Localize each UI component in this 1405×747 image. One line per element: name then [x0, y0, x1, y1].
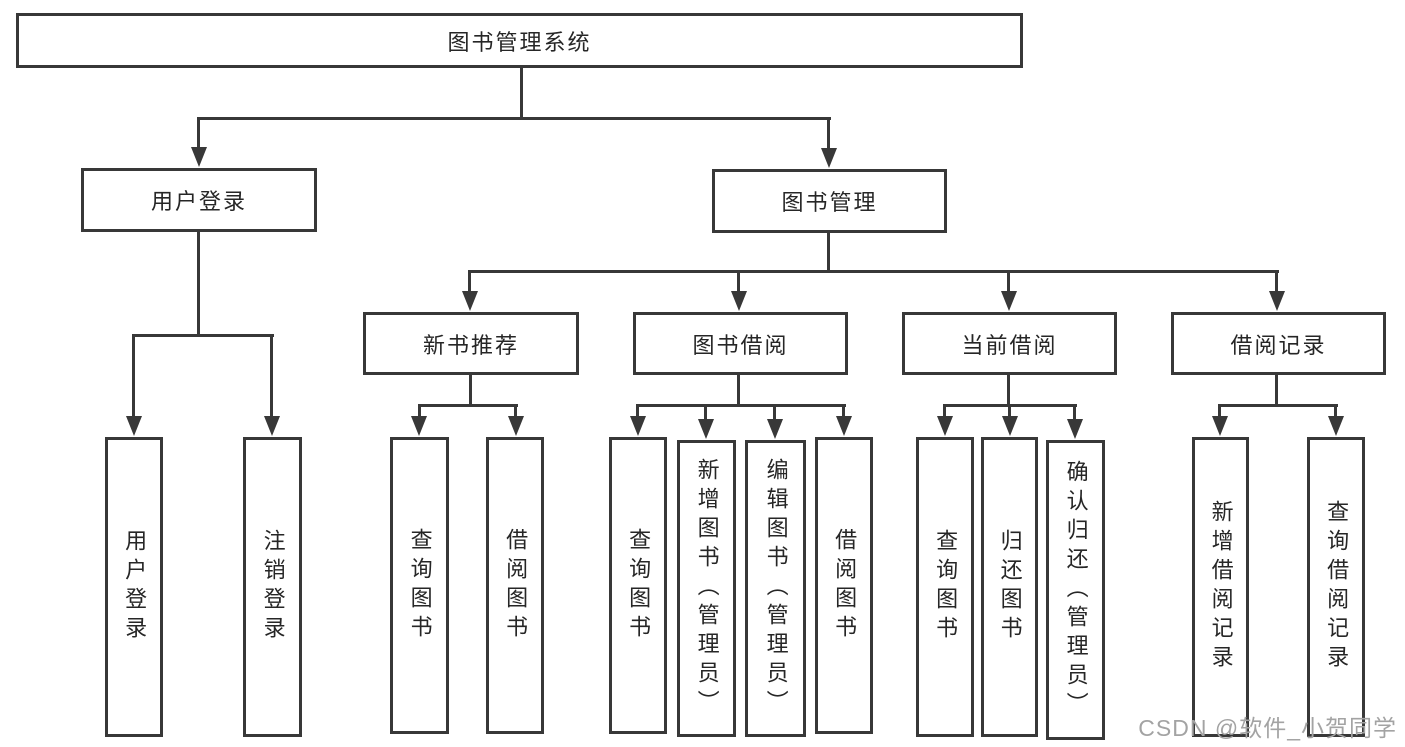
connector-line — [1008, 404, 1011, 418]
arrowhead-down-icon — [731, 291, 747, 311]
node-rec-borrow-book: 借阅图书 — [486, 437, 544, 734]
connector-line — [468, 270, 1279, 273]
node-br-query-record: 查询借阅记录 — [1307, 437, 1365, 737]
arrowhead-down-icon — [126, 416, 142, 436]
arrowhead-down-icon — [937, 416, 953, 436]
connector-line — [514, 404, 517, 418]
node-book-mgmt: 图书管理 — [712, 169, 947, 233]
connector-line — [197, 232, 200, 337]
node-bb-add-book: 新增图书（管理员） — [677, 440, 736, 737]
node-root: 图书管理系统 — [16, 13, 1023, 68]
node-bb-query-book: 查询图书 — [609, 437, 667, 734]
arrowhead-down-icon — [1002, 416, 1018, 436]
arrowhead-down-icon — [508, 416, 524, 436]
connector-line — [1334, 404, 1337, 418]
connector-line — [704, 404, 707, 421]
node-cb-return-book: 归还图书 — [981, 437, 1038, 737]
watermark: CSDN @软件_小贺同学 — [1138, 715, 1397, 741]
connector-line — [197, 117, 831, 120]
connector-line — [827, 117, 830, 150]
connector-line — [520, 68, 523, 119]
connector-line — [943, 404, 946, 418]
connector-line — [270, 334, 273, 418]
arrowhead-down-icon — [1212, 416, 1228, 436]
connector-line — [132, 334, 135, 418]
node-current-borrow: 当前借阅 — [902, 312, 1117, 375]
connector-line — [636, 404, 639, 418]
connector-line — [1218, 404, 1221, 418]
connector-line — [132, 334, 274, 337]
connector-line — [1007, 375, 1010, 407]
connector-line — [773, 404, 776, 421]
connector-line — [842, 404, 845, 418]
arrowhead-down-icon — [411, 416, 427, 436]
arrowhead-down-icon — [191, 147, 207, 167]
node-borrow-records: 借阅记录 — [1171, 312, 1386, 375]
node-br-add-record: 新增借阅记录 — [1192, 437, 1249, 737]
connector-line — [636, 404, 846, 407]
arrowhead-down-icon — [1328, 416, 1344, 436]
connector-line — [737, 375, 740, 407]
arrowhead-down-icon — [264, 416, 280, 436]
connector-line — [1073, 404, 1076, 421]
connector-line — [418, 404, 518, 407]
arrowhead-down-icon — [630, 416, 646, 436]
arrowhead-down-icon — [1269, 291, 1285, 311]
connector-line — [418, 404, 421, 418]
node-new-book-rec: 新书推荐 — [363, 312, 579, 375]
arrowhead-down-icon — [1067, 419, 1083, 439]
arrowhead-down-icon — [698, 419, 714, 439]
node-bb-borrow-book: 借阅图书 — [815, 437, 873, 734]
arrowhead-down-icon — [1001, 291, 1017, 311]
arrowhead-down-icon — [462, 291, 478, 311]
connector-line — [468, 270, 471, 293]
connector-line — [197, 117, 200, 149]
connector-line — [1218, 404, 1338, 407]
arrowhead-down-icon — [821, 148, 837, 168]
node-bb-edit-book: 编辑图书（管理员） — [745, 440, 806, 737]
connector-line — [1275, 270, 1278, 293]
node-cb-query-book: 查询图书 — [916, 437, 974, 737]
arrowhead-down-icon — [836, 416, 852, 436]
node-logout: 注销登录 — [243, 437, 302, 737]
arrowhead-down-icon — [767, 419, 783, 439]
node-book-borrow: 图书借阅 — [633, 312, 848, 375]
connector-line — [827, 233, 830, 273]
connector-line — [1007, 270, 1010, 293]
node-cb-confirm-return: 确认归还（管理员） — [1046, 440, 1105, 740]
connector-line — [469, 375, 472, 407]
node-user-login: 用户登录 — [81, 168, 317, 232]
connector-line — [1275, 375, 1278, 407]
node-login: 用户登录 — [105, 437, 163, 737]
node-rec-query-book: 查询图书 — [390, 437, 449, 734]
connector-line — [737, 270, 740, 293]
